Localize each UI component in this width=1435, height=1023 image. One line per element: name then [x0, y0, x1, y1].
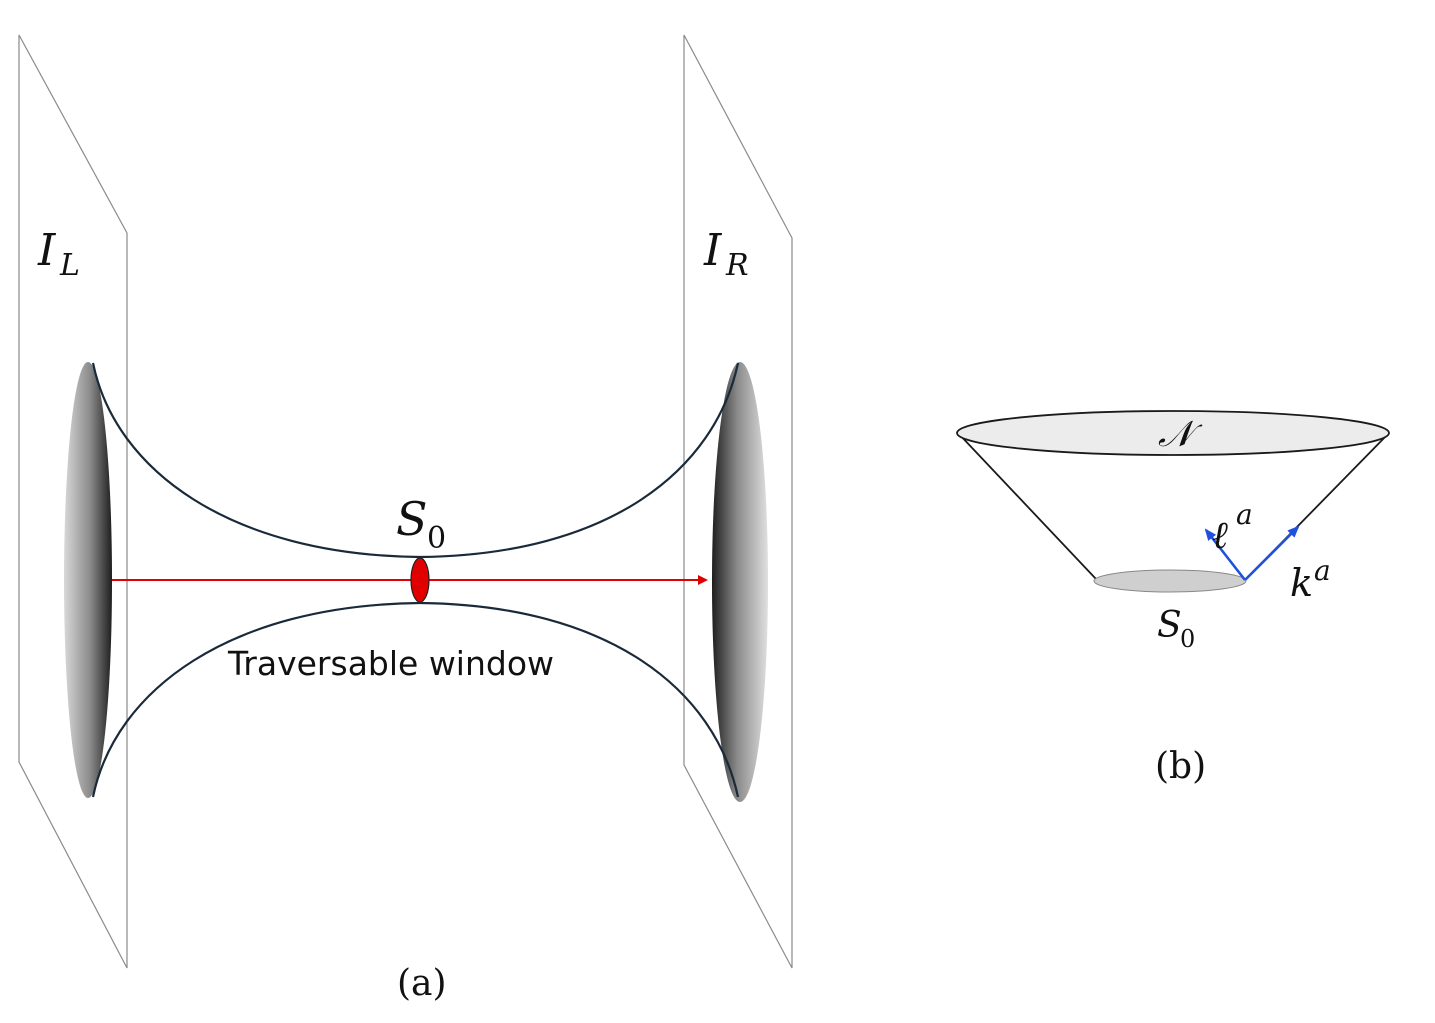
s0-disk-subscript: 0 [1180, 625, 1195, 653]
s0-subscript: 0 [427, 521, 446, 556]
ell-vector-label: ℓ [1212, 513, 1228, 557]
panel-a: I L I R S 0 Traversable window (a) [18, 34, 793, 1004]
s0-disk [1093, 569, 1247, 593]
left-mouth [64, 362, 112, 798]
left-boundary-plane [18, 34, 128, 969]
k-vector-superscript: a [1314, 554, 1331, 587]
right-mouth [712, 362, 768, 802]
panel-b: 𝒩 ℓ a k a S 0 (b) [956, 410, 1390, 787]
s0-disk-label: S [1157, 605, 1182, 646]
left-boundary-subscript: L [59, 248, 80, 283]
traversable-window-caption: Traversable window [227, 644, 554, 683]
s0-label: S [396, 492, 428, 546]
right-boundary-label: I [703, 225, 723, 276]
right-boundary-plane [683, 34, 793, 969]
k-vector-arrow [1244, 525, 1300, 581]
null-surface-top [956, 410, 1390, 456]
throat-upper-curve [91, 362, 740, 559]
panel-b-caption: (b) [1155, 746, 1206, 787]
k-vector-label: k [1290, 561, 1313, 605]
panel-a-caption: (a) [397, 963, 447, 1004]
cone-left-side [957, 432, 1097, 580]
ell-vector-arrow [1204, 528, 1247, 581]
throat-lower-curve [91, 601, 740, 798]
ell-vector-superscript: a [1236, 498, 1253, 531]
right-boundary-subscript: R [725, 248, 749, 283]
left-boundary-label: I [37, 225, 57, 276]
s0-surface-marker [410, 557, 430, 603]
